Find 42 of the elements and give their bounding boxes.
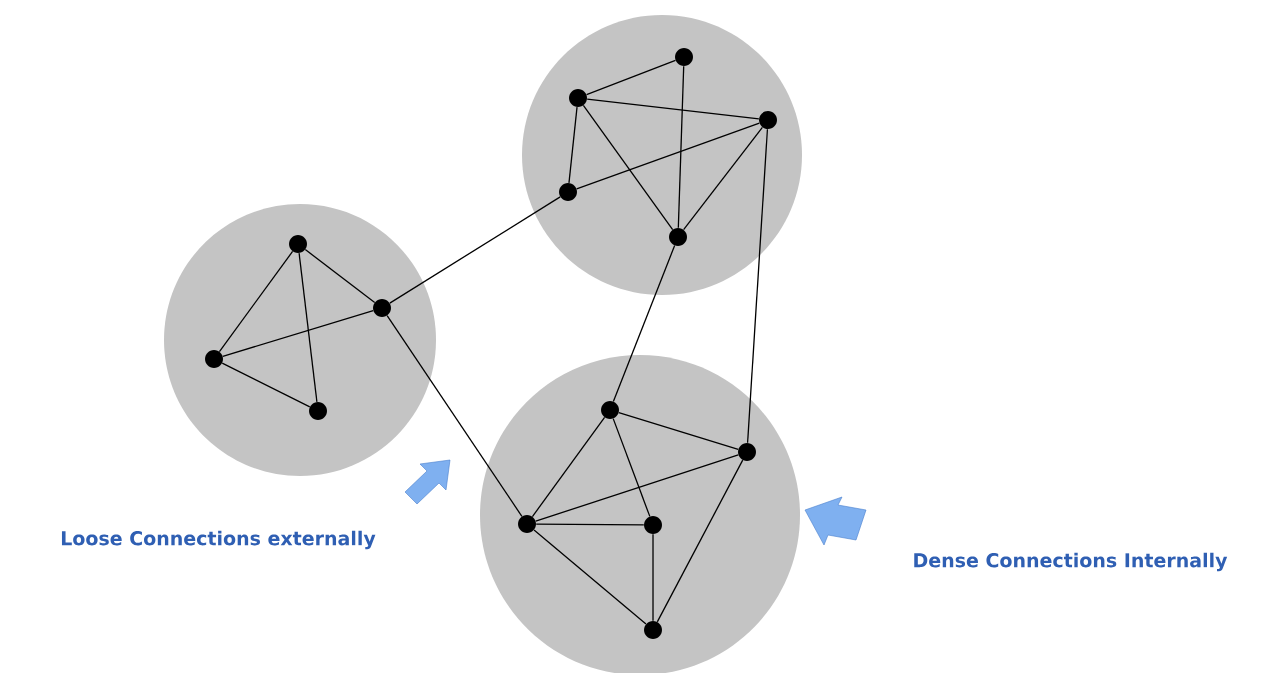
network-node xyxy=(309,402,327,420)
network-node xyxy=(644,621,662,639)
connection-line xyxy=(531,416,606,518)
connection-line xyxy=(746,128,769,444)
network-node xyxy=(289,235,307,253)
connection-line xyxy=(656,459,744,623)
connection-line xyxy=(652,533,654,622)
network-node xyxy=(738,443,756,461)
connection-line xyxy=(221,362,311,408)
connection-line xyxy=(386,315,523,517)
network-node xyxy=(518,515,536,533)
connection-line xyxy=(298,252,318,403)
connection-line xyxy=(568,106,578,184)
connection-line xyxy=(304,248,376,304)
connection-line xyxy=(585,59,677,96)
connection-line xyxy=(533,529,647,625)
network-node xyxy=(759,111,777,129)
connection-line xyxy=(677,65,685,229)
connection-line xyxy=(682,126,764,231)
annotation-text: Dense Connections Internally xyxy=(914,552,1228,572)
connection-line xyxy=(586,98,760,120)
connection-line xyxy=(582,104,674,231)
network-node xyxy=(601,401,619,419)
network-node xyxy=(675,48,693,66)
connection-line xyxy=(612,244,676,403)
connection-line xyxy=(222,310,374,357)
network-node xyxy=(644,516,662,534)
connection-line xyxy=(389,196,561,304)
network-node xyxy=(373,299,391,317)
connection-line xyxy=(218,250,294,353)
network-node xyxy=(559,183,577,201)
connection-line xyxy=(618,412,739,450)
network-node xyxy=(569,89,587,107)
connection-line xyxy=(535,523,645,526)
cluster-circle xyxy=(164,204,436,476)
network-node xyxy=(205,350,223,368)
connection-line xyxy=(576,122,760,190)
annotation-text: Loose Connections externally xyxy=(61,530,376,550)
connection-line xyxy=(612,417,651,518)
cluster-circle xyxy=(522,15,802,295)
network-node xyxy=(669,228,687,246)
connection-line xyxy=(535,454,739,522)
